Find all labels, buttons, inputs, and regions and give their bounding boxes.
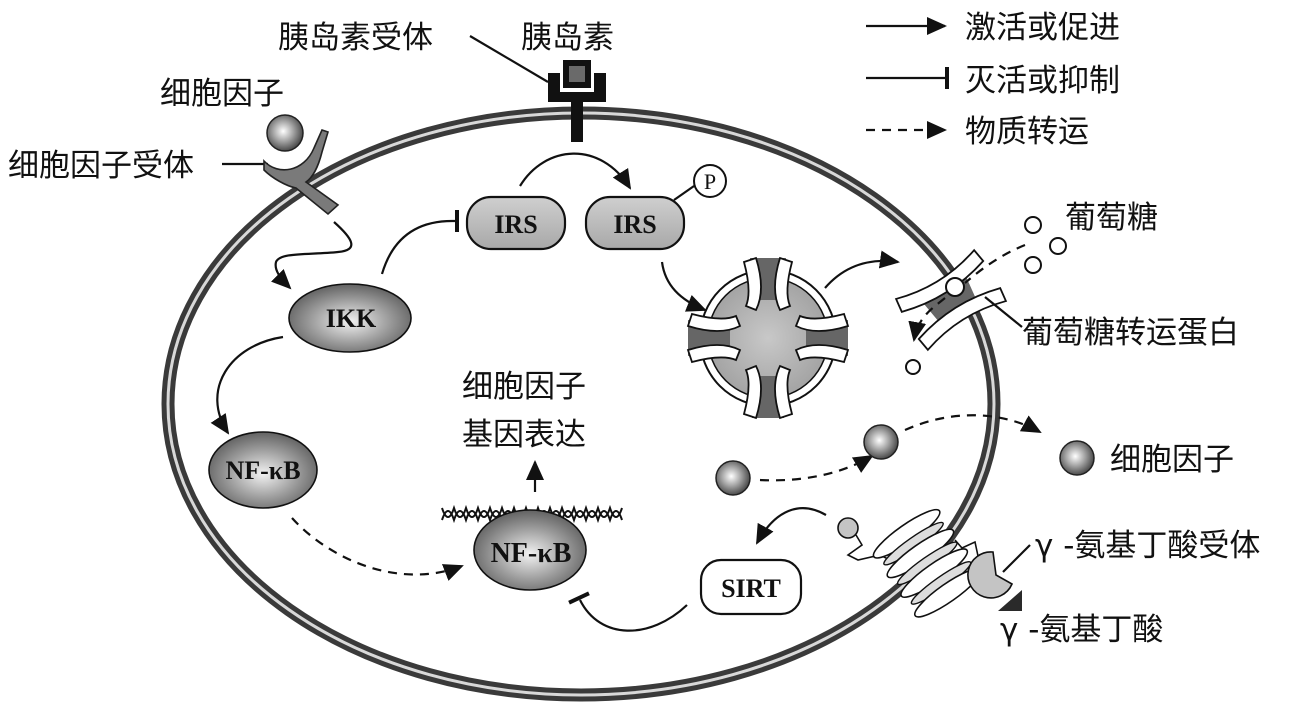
- glucose-icon: [905, 359, 921, 375]
- glucose-in-transporter: [945, 277, 965, 297]
- cytokine-ball-middle: [863, 424, 899, 460]
- gaba-receptor-leader-line: [1002, 544, 1031, 573]
- phosphate-link: [673, 185, 695, 201]
- transport-cytokine-step2: [904, 414, 1042, 433]
- phosphate-label: P: [704, 169, 716, 194]
- glucose-molecules: [905, 216, 1067, 375]
- gene-expression-label-2: 基因表达: [462, 417, 586, 453]
- nfkb-nucleus: NF-κB: [473, 509, 587, 591]
- arrow-vesicle-to-membrane: [824, 250, 900, 289]
- insulin-receptor: [548, 73, 606, 142]
- glucose-transport-path-inside: [908, 297, 946, 342]
- legend-item-inhibit: 灭活或抑制: [866, 63, 1120, 99]
- glucose-transporter-label: 葡萄糖转运蛋白: [1022, 315, 1239, 351]
- gene-expression-label-1: 细胞因子: [462, 369, 586, 405]
- insulin-label: 胰岛素: [521, 20, 614, 56]
- glucose-icon: [1049, 237, 1067, 255]
- gaba-label: γ -氨基丁酸: [1000, 612, 1163, 648]
- insulin-receptor-leader-line: [469, 35, 549, 83]
- legend-label-activate: 激活或促进: [965, 10, 1120, 46]
- transport-nfkb-to-dna: [291, 517, 464, 581]
- cytokine-receptor: [263, 129, 340, 216]
- transport-cytokine-step1: [759, 454, 874, 482]
- arrow-ikk-to-nfkb: [210, 335, 284, 435]
- arrow-irs-to-vesicle: [660, 261, 707, 312]
- insulin-molecule: [563, 60, 591, 88]
- ikk: IKK: [288, 283, 412, 353]
- irs-left: IRS: [465, 195, 567, 251]
- gaba-receptor: [837, 508, 1014, 618]
- arrow-irs-phosphorylation: [519, 152, 632, 190]
- ikk-label: IKK: [326, 304, 377, 333]
- glut-vesicle: [686, 256, 850, 420]
- irs-right: IRS: [584, 195, 686, 251]
- legend: 激活或促进 灭活或抑制 物质转运: [866, 10, 1120, 150]
- inhibit-bar: [455, 210, 459, 232]
- glucose-transport-path-outside: [964, 243, 1026, 284]
- glucose-icon: [1024, 256, 1042, 274]
- nfkb-nucleus-label: NF-κB: [491, 538, 572, 569]
- nfkb-cytoplasm: NF-κB: [208, 431, 318, 509]
- cytokine-ball-top: [266, 114, 304, 152]
- gaba-receptor-label: γ -氨基丁酸受体: [1035, 528, 1260, 564]
- cytokine-ball-outer: [1059, 440, 1095, 476]
- insulin-receptor-label: 胰岛素受体: [278, 20, 433, 56]
- inhibit-sirt-to-nfkb: [579, 599, 688, 632]
- legend-label-transport: 物质转运: [965, 114, 1089, 150]
- sirt-label: SIRT: [721, 574, 781, 603]
- cytokine-label-right: 细胞因子: [1110, 442, 1234, 478]
- legend-item-activate: 激活或促进: [866, 10, 1120, 46]
- glucose-label: 葡萄糖: [1065, 200, 1158, 236]
- glucose-transporter-leader-line: [984, 296, 1023, 328]
- legend-label-inhibit: 灭活或抑制: [965, 63, 1120, 99]
- cytokine-ball-inner: [715, 460, 751, 496]
- cytokine-receptor-label: 细胞因子受体: [8, 148, 194, 184]
- arrow-receptor-to-ikk: [270, 221, 353, 290]
- inhibit-ikk-to-irs: [380, 219, 456, 275]
- irs-right-label: IRS: [613, 210, 656, 239]
- gaba-molecule-icon: [998, 590, 1022, 611]
- cytokine-label-top: 细胞因子: [160, 76, 284, 112]
- phosphate-group: P: [693, 164, 727, 198]
- inhibit-bar-sirt: [568, 591, 590, 605]
- legend-item-transport: 物质转运: [866, 114, 1089, 150]
- arrow-gaba-receptor-to-sirt: [756, 507, 827, 545]
- nfkb-cytoplasm-label: NF-κB: [225, 456, 300, 485]
- sirt: SIRT: [699, 558, 803, 616]
- glucose-icon: [1024, 216, 1042, 234]
- irs-left-label: IRS: [494, 210, 537, 239]
